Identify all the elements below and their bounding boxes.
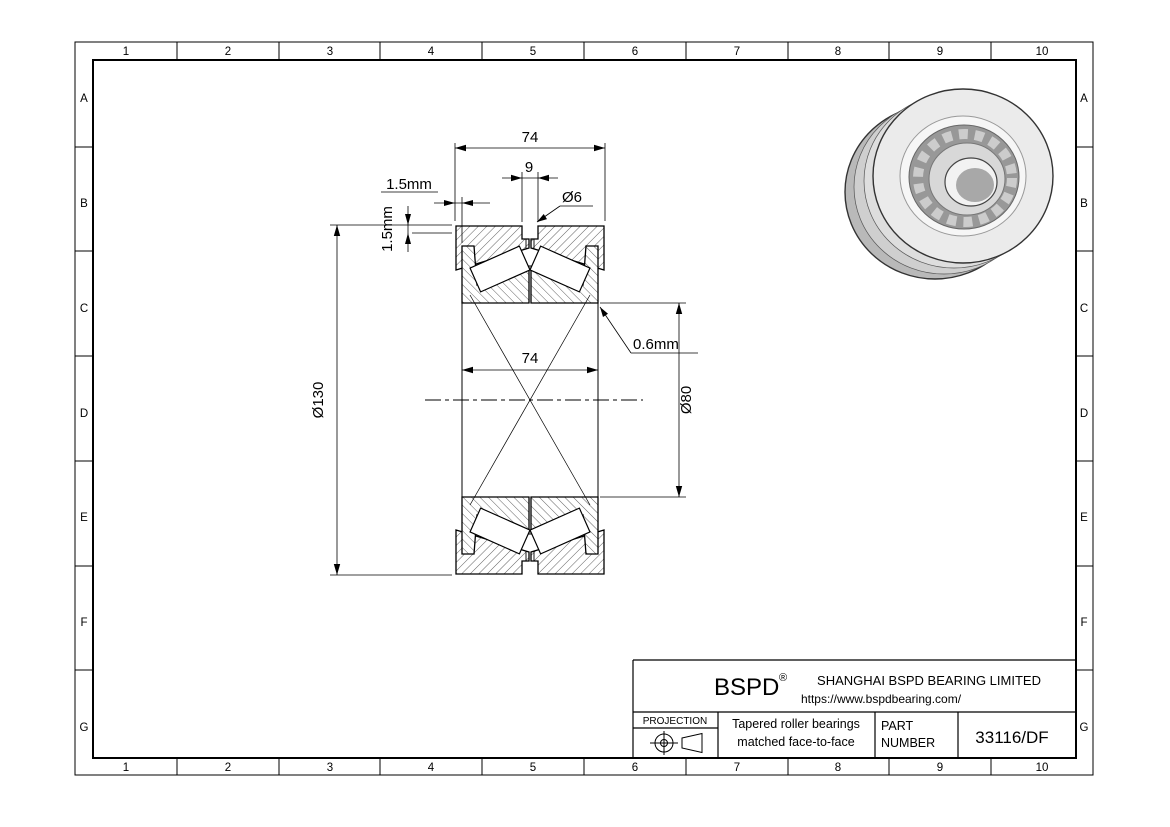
zone-label: E — [80, 512, 88, 524]
zone-label: B — [80, 198, 88, 210]
lubrication-hole-lines — [525, 239, 535, 561]
zone-label: F — [80, 617, 87, 629]
zone-labels: 1 2 3 4 5 6 7 8 9 10 1 2 3 4 5 6 7 8 9 1… — [80, 46, 1089, 774]
zone-label: 6 — [632, 762, 638, 774]
roller — [469, 507, 531, 555]
projection-label: PROJECTION — [643, 716, 707, 727]
rollers-ring — [913, 129, 1017, 227]
dimension-groove-width: 9 — [525, 159, 533, 176]
title-block: BSPD ® SHANGHAI BSPD BEARING LIMITED htt… — [632, 659, 1076, 758]
zone-label: C — [80, 303, 88, 315]
zone-label: 8 — [835, 46, 841, 58]
bore-edge-lines — [461, 303, 599, 497]
dimension-offset-horizontal: 1.5mm — [386, 176, 432, 193]
bearing-3d-view — [844, 88, 1054, 280]
dimensions: 74 9 Ø6 1.5mm 1 — [310, 129, 698, 576]
dimension-overall-width: 74 — [522, 129, 539, 146]
first-angle-projection-icon — [650, 731, 703, 755]
dimension-outer-diameter: Ø130 — [310, 382, 327, 419]
zone-label: 9 — [937, 46, 943, 58]
zone-label: 2 — [225, 46, 231, 58]
bearing-cross-section — [425, 225, 643, 575]
part-description-line1: Tapered roller bearings — [732, 717, 860, 731]
zone-label: 1 — [123, 46, 129, 58]
zone-label: 4 — [428, 762, 435, 774]
part-description-line2: matched face-to-face — [737, 735, 854, 749]
zone-label: 9 — [937, 762, 943, 774]
frame-ticks — [75, 42, 1093, 775]
zone-label: 8 — [835, 762, 841, 774]
dim-bore-diameter-lines — [600, 302, 686, 498]
zone-label: G — [80, 722, 89, 734]
company-name: SHANGHAI BSPD BEARING LIMITED — [817, 673, 1041, 688]
zone-label: 10 — [1036, 46, 1049, 58]
part-number-value: 33116/DF — [975, 728, 1048, 747]
dimension-hole-diameter: Ø6 — [562, 189, 582, 206]
zone-label: C — [1080, 303, 1088, 315]
sheet-frame — [74, 41, 1094, 776]
dim-offset-vertical-lines — [407, 206, 452, 252]
zone-label: E — [1080, 512, 1088, 524]
zone-label: 10 — [1036, 762, 1049, 774]
zone-label: D — [80, 408, 88, 420]
zone-label: G — [1080, 722, 1089, 734]
dim-overall-width-lines — [454, 143, 606, 221]
zone-label: 7 — [734, 762, 740, 774]
brand-logo-text: BSPD — [714, 674, 779, 701]
registered-trademark-symbol: ® — [779, 672, 787, 684]
roller — [529, 507, 591, 555]
title-block-lines — [632, 659, 1076, 758]
roller — [469, 245, 531, 293]
dimension-bore-diameter: Ø80 — [678, 386, 695, 414]
zone-label: B — [1080, 198, 1088, 210]
zone-label: F — [1080, 617, 1087, 629]
zone-label: 4 — [428, 46, 435, 58]
zone-label: 3 — [327, 762, 333, 774]
dim-groove-width-lines — [502, 172, 558, 222]
zone-label: A — [80, 93, 88, 105]
zone-label: 1 — [123, 762, 129, 774]
zone-label: 7 — [734, 46, 740, 58]
part-number-label-line2: NUMBER — [881, 736, 935, 750]
zone-label: 5 — [530, 762, 536, 774]
dim-hole-diameter-lines — [536, 205, 593, 223]
company-website: https://www.bspdbearing.com/ — [801, 692, 962, 706]
dimension-inner-width: 74 — [522, 350, 539, 367]
zone-label: 5 — [530, 46, 536, 58]
zone-label: 3 — [327, 46, 333, 58]
dimension-offset-vertical: 1.5mm — [379, 206, 396, 252]
zone-label: 2 — [225, 762, 231, 774]
dimension-gap: 0.6mm — [633, 336, 679, 353]
part-number-label-line1: PART — [881, 719, 914, 733]
tapered-rollers — [469, 245, 591, 555]
zone-label: D — [1080, 408, 1088, 420]
roller — [529, 245, 591, 293]
zone-label: 6 — [632, 46, 638, 58]
zone-label: A — [1080, 93, 1088, 105]
contact-lines — [469, 294, 591, 506]
dim-outer-diameter-lines — [330, 224, 452, 576]
